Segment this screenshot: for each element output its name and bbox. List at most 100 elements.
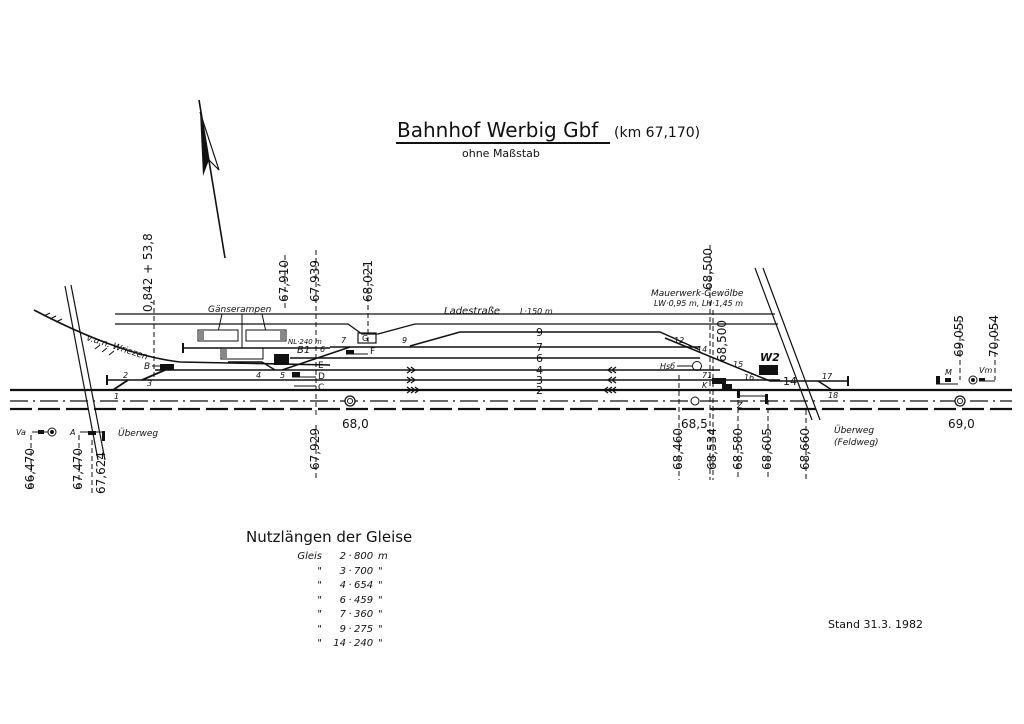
km-posts: 68,0 68,5 69,0 [342, 395, 975, 431]
nutzlaengen-row: " 6 · 459 " [286, 594, 394, 609]
title-km-note: (km 67,170) [614, 125, 700, 141]
km-post-icon [690, 396, 700, 406]
row-track: 4 [339, 580, 346, 591]
km-marker: 68,580 [731, 428, 745, 470]
hsb-label: Hsб [660, 362, 675, 371]
km-guide-lines [30, 245, 996, 495]
switch-label: 9 [402, 336, 407, 345]
mauerwerk-label: Mauerwerk-Gewölbe [651, 289, 744, 299]
ramp [197, 329, 239, 342]
row-unit: " [378, 580, 383, 591]
switch-numbers: 1 2 3 4 5 6 7 9 12 14 15 16 17 18 [114, 336, 838, 401]
row-prefix: Gleis [297, 551, 322, 562]
ueberweg-left-label: Überweg [118, 428, 158, 439]
signal-label: B [144, 362, 150, 372]
km-post-icon [344, 395, 356, 407]
km-marker: 70,054 [987, 315, 1001, 357]
row-length: 459 [354, 594, 374, 606]
row-unit: " [378, 594, 383, 606]
row-sep: · [348, 551, 352, 562]
signal-label: C [318, 383, 324, 393]
row-track: 14 [333, 638, 346, 649]
signal-label: E [318, 361, 324, 371]
km-marker: 66,470 [23, 448, 37, 490]
row-sep: · [348, 623, 352, 635]
km-marker: 67,624 [94, 452, 108, 494]
km-marker: 67,470 [71, 448, 85, 490]
nutzlaengen-row: " 7 · 360 " [286, 608, 394, 623]
km-post-label: 68,0 [342, 417, 369, 431]
km-marker: 68,660 [798, 428, 812, 470]
row-unit: " [378, 623, 383, 635]
row-track: 6 [339, 594, 346, 606]
nutzlaengen-row: " 4 · 654 " [286, 579, 394, 594]
b1-label: B1 [297, 345, 310, 356]
row-prefix: " [317, 594, 322, 606]
row-length: 360 [354, 609, 374, 620]
km-marker: 67,929 [308, 428, 322, 470]
track-number: 4 [536, 364, 543, 377]
signal-label: Va [16, 428, 26, 437]
page-title: Bahnhof Werbig Gbf [397, 118, 599, 142]
switch-label: 18 [828, 391, 838, 400]
switch-label: 7 [341, 336, 347, 345]
nutzlaengen-table: Gleis 2 · 800 m " 3 · 700 " " 4 · 654 " … [286, 550, 394, 652]
switch-label: 17 [822, 372, 833, 381]
km-marker: 67,939 [308, 260, 322, 302]
track-number: 9 [536, 326, 543, 339]
nutzlaengen-row: " 14 · 240 " [286, 637, 394, 652]
km-marker: 68,021 [361, 260, 375, 302]
switch-label: 6 [320, 345, 325, 354]
nutzlaengen-title: Nutzlängen der Gleise [246, 528, 413, 546]
signal-label: Z [736, 401, 743, 410]
row-sep: · [348, 594, 352, 606]
signal-label: M [945, 368, 952, 377]
row-length: 700 [354, 565, 374, 577]
north-arrow-icon [198, 99, 226, 259]
signal-label: F [370, 347, 375, 357]
ueberweg-right-sublabel: (Feldweg) [834, 438, 879, 448]
nutzlaengen-row: " 3 · 700 " [286, 565, 394, 580]
signal-box-b1-icon [274, 354, 289, 365]
km-post-label: 69,0 [948, 417, 975, 431]
signal-label: D [318, 372, 325, 382]
km-marker: 68,500 [715, 320, 729, 362]
track-number: 2 [536, 384, 543, 397]
row-prefix: " [317, 565, 322, 577]
subtitle: ohne Maßstab [462, 147, 540, 160]
row-sep: · [348, 565, 352, 577]
leader-line [217, 313, 223, 333]
km-marker: 68,534 [705, 428, 719, 470]
tracks [10, 331, 1012, 411]
row-prefix: " [317, 623, 322, 635]
switch-label: 3 [147, 379, 152, 388]
switch-label: 1 [114, 392, 119, 401]
ramp [220, 347, 264, 360]
switch-label: 5 [280, 371, 285, 380]
row-unit: " [378, 609, 383, 620]
hsb-signal-icon [692, 361, 702, 371]
signal-b-icon [160, 364, 174, 370]
signal-label: Vm [979, 366, 992, 375]
row-length: 275 [354, 623, 374, 635]
leader-line [261, 313, 267, 333]
row-length: 654 [354, 580, 374, 591]
row-prefix: " [317, 580, 322, 591]
track-number: 6 [536, 352, 543, 365]
row-prefix: " [317, 609, 322, 620]
row-unit: " [378, 638, 383, 649]
row-unit: " [378, 565, 383, 577]
row-length: 240 [354, 638, 374, 649]
switch-label: 12 [674, 336, 684, 345]
direction-arrows [406, 366, 617, 394]
km-marker: 0,842 + 53,8 [141, 233, 155, 312]
row-unit: m [378, 551, 388, 562]
ladestrasse-label: Ladestraße [444, 306, 500, 317]
km-post-label: 68,5 [681, 417, 708, 431]
nutzlaengen-row: Gleis 2 · 800 m [286, 550, 394, 565]
ueberweg-right-label: Überweg [834, 425, 874, 436]
nl-label: NL·240 m [288, 338, 322, 346]
signal-box-w2-icon [759, 365, 778, 375]
wriezen-branch-line [33, 309, 331, 366]
